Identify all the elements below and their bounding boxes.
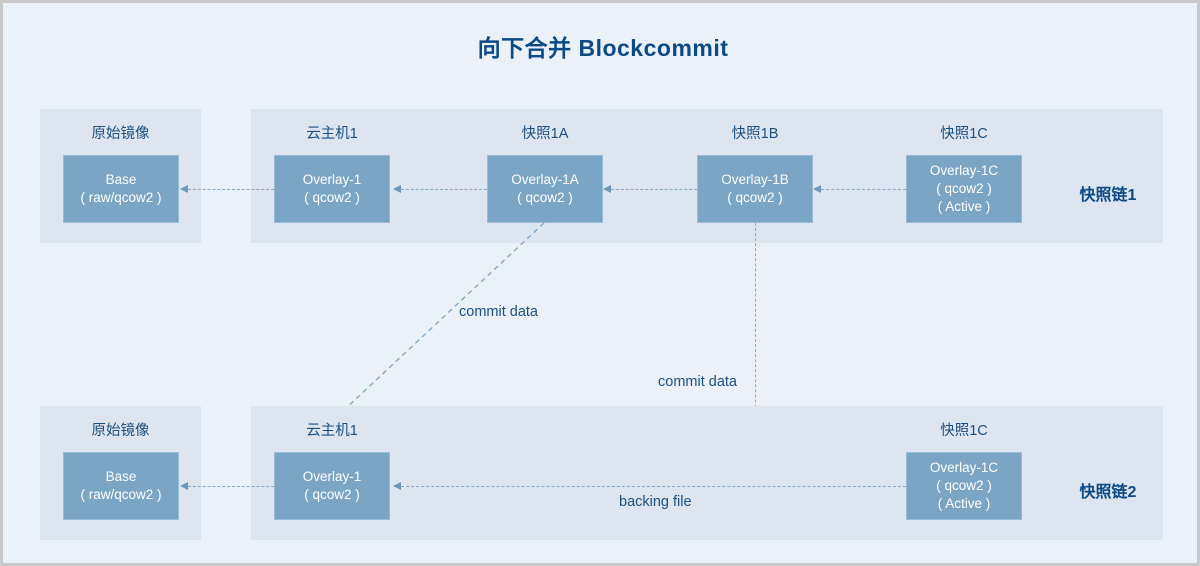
caption-original-image-bottom: 原始镜像 bbox=[91, 423, 150, 439]
connector-overlay1a-to-overlay1 bbox=[401, 189, 487, 190]
node-overlay-1a-line-2: ( qcow2 ) bbox=[517, 190, 573, 205]
arrowhead-base-bottom bbox=[180, 481, 188, 490]
node-overlay-1c-top-line-1: Overlay-1C bbox=[929, 163, 999, 179]
chain-label-2: 快照链2 bbox=[1079, 484, 1137, 501]
label-commit-data-a: commit data bbox=[459, 304, 538, 320]
node-overlay-1b-line-1: Overlay-1B bbox=[721, 172, 789, 188]
caption-overlay-1c-top: 快照1C bbox=[940, 126, 988, 142]
connector-overlay1b-to-overlay1a bbox=[611, 189, 697, 190]
node-base-top-line-2: ( raw/qcow2 ) bbox=[80, 190, 162, 205]
caption-overlay-1-top: 云主机1 bbox=[306, 126, 358, 142]
node-overlay-1c-bottom-line-3: ( Active ) bbox=[937, 495, 991, 511]
label-commit-data-b: commit data bbox=[658, 374, 737, 390]
node-overlay-1-bottom-line-2: ( qcow2 ) bbox=[304, 487, 360, 502]
node-overlay-1a-line-1: Overlay-1A bbox=[511, 172, 579, 188]
node-overlay-1b[interactable]: Overlay-1B ( qcow2 ) bbox=[697, 155, 813, 223]
arrowhead-overlay-1b bbox=[813, 184, 821, 193]
node-overlay-1c-bottom-line-1: Overlay-1C bbox=[929, 460, 999, 476]
arrowhead-overlay-1-top bbox=[393, 184, 401, 193]
caption-original-image-top: 原始镜像 bbox=[91, 126, 150, 142]
arrowhead-base-top bbox=[180, 184, 188, 193]
caption-overlay-1b: 快照1B bbox=[731, 126, 779, 142]
node-overlay-1-bottom-line-1: Overlay-1 bbox=[302, 469, 362, 485]
node-base-bottom-line-1: Base bbox=[105, 469, 137, 485]
node-base-top-line-1: Base bbox=[105, 172, 137, 188]
node-base-bottom[interactable]: Base ( raw/qcow2 ) bbox=[63, 452, 179, 520]
node-overlay-1-top-line-2: ( qcow2 ) bbox=[304, 190, 360, 205]
node-overlay-1c-top[interactable]: Overlay-1C ( qcow2 ) ( Active ) bbox=[906, 155, 1022, 223]
connector-overlay1-to-base-top bbox=[188, 189, 274, 190]
connector-overlay1b-down bbox=[755, 223, 756, 453]
arrowhead-overlay-1a bbox=[603, 184, 611, 193]
node-overlay-1-top-line-1: Overlay-1 bbox=[302, 172, 362, 188]
label-backing-file: backing file bbox=[619, 494, 692, 510]
caption-overlay-1c-bottom: 快照1C bbox=[940, 423, 988, 439]
caption-overlay-1-bottom: 云主机1 bbox=[306, 423, 358, 439]
connector-overlay1c-to-overlay1b bbox=[821, 189, 906, 190]
node-overlay-1c-top-line-2: ( qcow2 ) bbox=[936, 181, 992, 197]
page-title: 向下合并 Blockcommit bbox=[477, 35, 729, 61]
connector-bottom-overlay1-to-base bbox=[188, 486, 274, 487]
node-base-top[interactable]: Base ( raw/qcow2 ) bbox=[63, 155, 179, 223]
arrowhead-bottom-overlay-1-backing bbox=[393, 481, 401, 490]
chain-label-1: 快照链1 bbox=[1079, 187, 1137, 204]
connector-backing-file bbox=[401, 486, 906, 487]
node-overlay-1c-bottom[interactable]: Overlay-1C ( qcow2 ) ( Active ) bbox=[906, 452, 1022, 520]
node-overlay-1c-bottom-line-2: ( qcow2 ) bbox=[936, 478, 992, 494]
node-base-bottom-line-2: ( raw/qcow2 ) bbox=[80, 487, 162, 502]
caption-overlay-1a: 快照1A bbox=[521, 126, 569, 142]
node-overlay-1a[interactable]: Overlay-1A ( qcow2 ) bbox=[487, 155, 603, 223]
node-overlay-1-top[interactable]: Overlay-1 ( qcow2 ) bbox=[274, 155, 390, 223]
node-overlay-1c-top-line-3: ( Active ) bbox=[937, 198, 991, 214]
node-overlay-1b-line-2: ( qcow2 ) bbox=[727, 190, 783, 205]
node-overlay-1-bottom[interactable]: Overlay-1 ( qcow2 ) bbox=[274, 452, 390, 520]
